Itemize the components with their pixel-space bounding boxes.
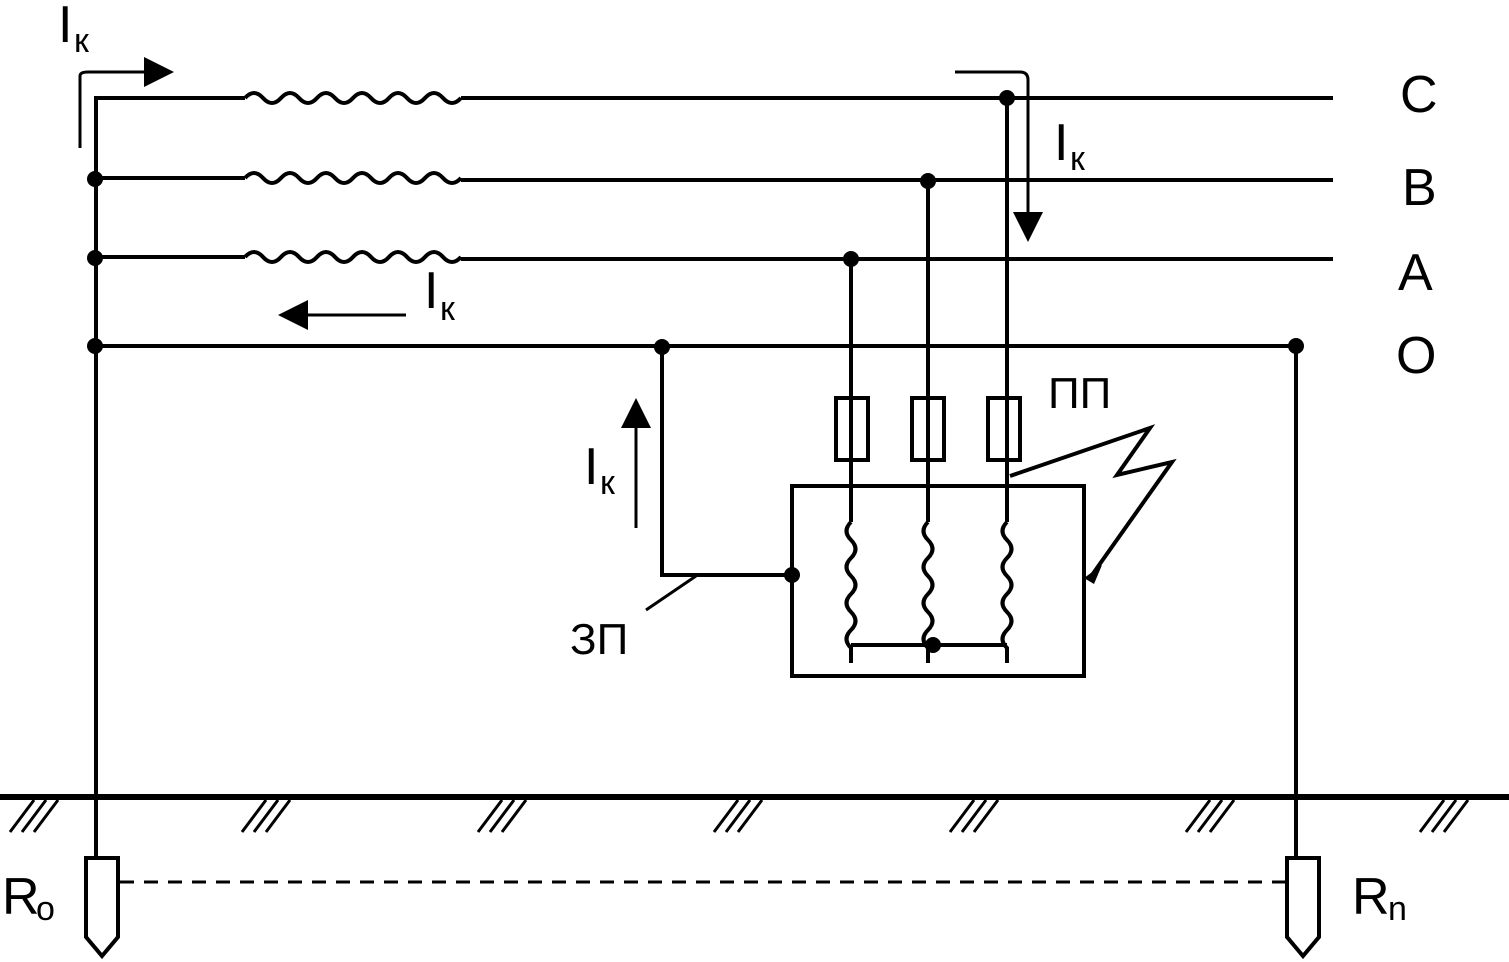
resistance-subscript: n: [1388, 890, 1407, 928]
current-symbol: I: [58, 0, 72, 54]
current-subscript: к: [440, 290, 456, 328]
resistance-subscript: o: [36, 890, 55, 928]
resistance-symbol: R: [2, 868, 40, 926]
current-label-phase-c: I к: [1054, 114, 1086, 178]
transformer-winding-a: [243, 250, 463, 264]
junction-dot: [87, 171, 103, 187]
junction-dot: [920, 173, 936, 189]
junction-dot: [999, 90, 1015, 106]
fuse-label: ПП: [1048, 369, 1111, 418]
junction-dot: [654, 339, 670, 355]
current-symbol: I: [584, 438, 598, 496]
junction-dot: [87, 338, 103, 354]
resistance-symbol: R: [1352, 868, 1390, 926]
protective-conductor-label: ЗП: [570, 615, 628, 664]
transformer-winding-c: [243, 91, 463, 105]
phase-label-c: C: [1400, 66, 1438, 124]
fuse-c: [986, 396, 1022, 462]
phase-line-c: [96, 91, 1333, 105]
ground-hatching: [8, 799, 1470, 833]
junction-dot: [843, 251, 859, 267]
fault-lightning-icon: [1009, 424, 1177, 577]
load-winding-c: [1000, 520, 1014, 663]
ground-resistance-source-label: R o: [2, 868, 55, 928]
current-subscript: к: [74, 22, 90, 60]
junction-dot: [784, 567, 800, 583]
star-point-dot: [925, 637, 941, 653]
current-label-top: I к: [58, 0, 90, 60]
current-symbol: I: [424, 262, 438, 320]
phase-line-b: [96, 171, 1333, 185]
current-subscript: к: [600, 464, 616, 502]
current-label-return: I к: [424, 262, 456, 328]
protective-conductor: [660, 346, 792, 577]
phase-label-a: A: [1398, 244, 1433, 302]
junction-dot: [87, 250, 103, 266]
load-winding-b: [921, 520, 935, 663]
phase-label-o: O: [1396, 327, 1436, 385]
phase-label-b: B: [1402, 159, 1437, 217]
current-subscript: к: [1070, 140, 1086, 178]
current-arrow-phase-c-down: [955, 70, 1043, 242]
ground-electrode-source: [84, 856, 120, 960]
zp-leader-line: [645, 574, 697, 612]
current-label-protective: I к: [584, 438, 616, 502]
phase-line-a: [96, 250, 1333, 264]
transformer-winding-b: [243, 171, 463, 185]
load-winding-a: [844, 520, 858, 663]
ground-electrode-load: [1285, 856, 1321, 960]
current-symbol: I: [1054, 114, 1068, 172]
ground-resistance-load-label: R n: [1352, 868, 1407, 928]
current-arrow-top: [78, 57, 174, 148]
